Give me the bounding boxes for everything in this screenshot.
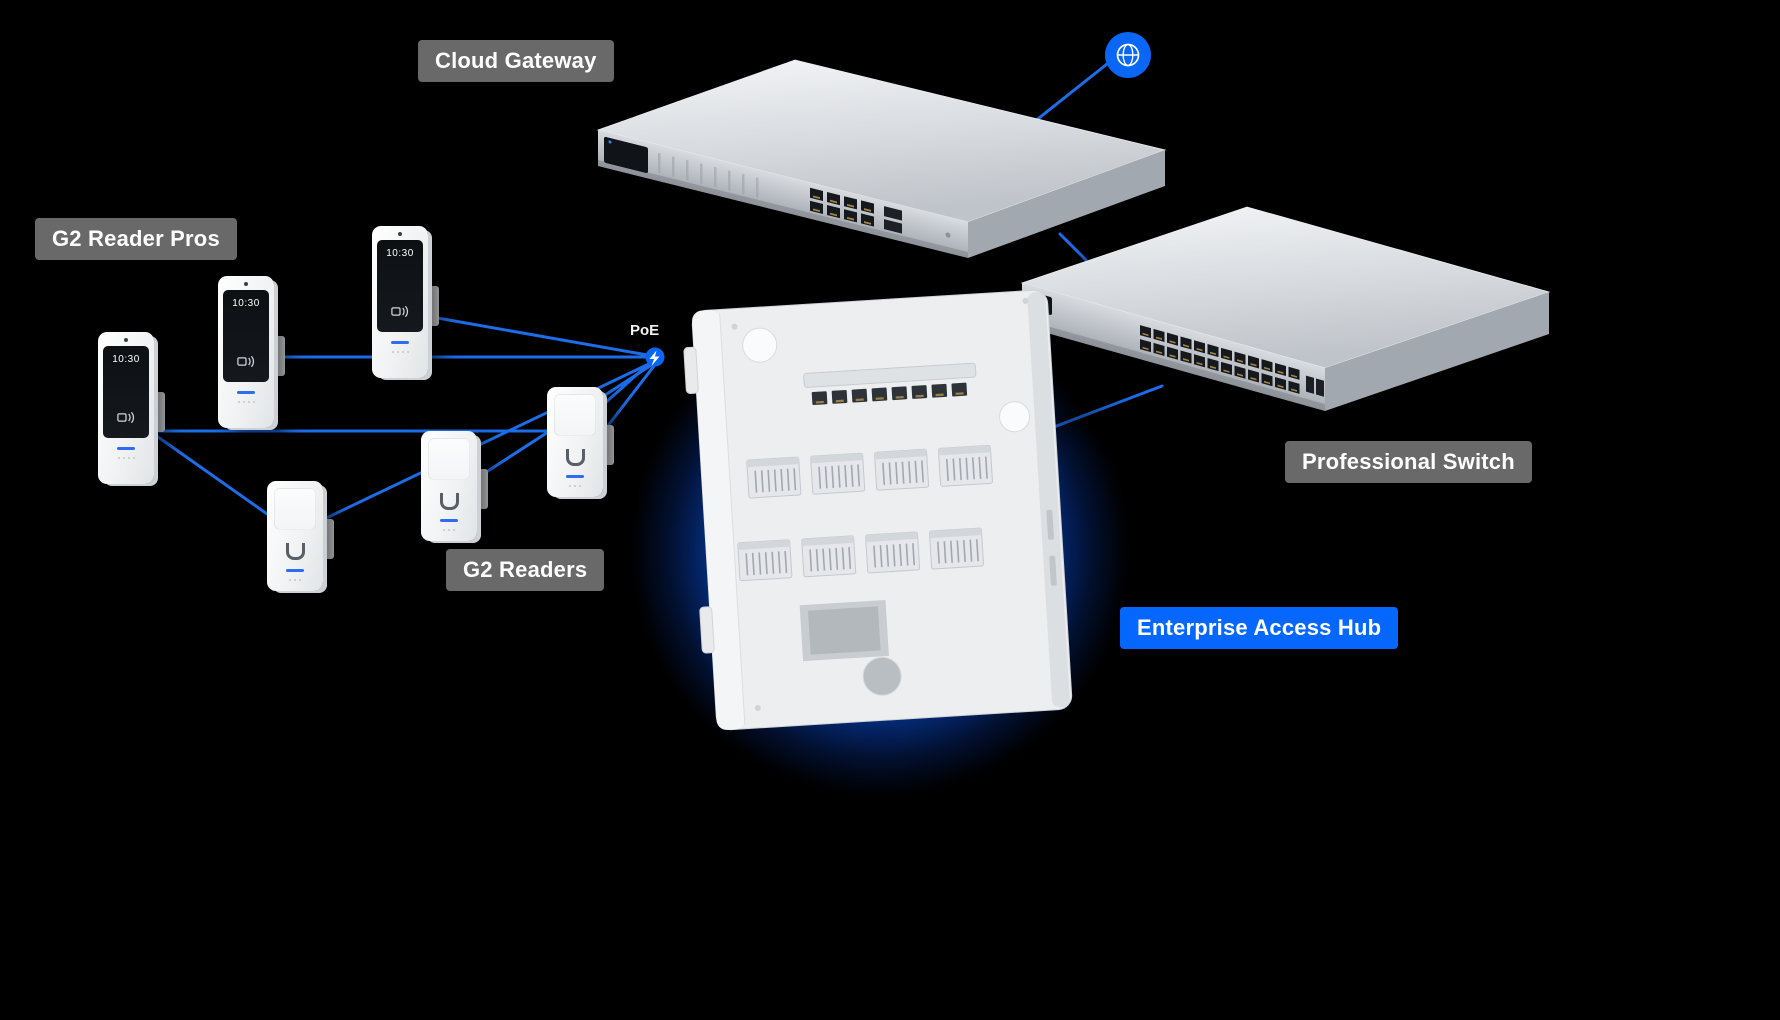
camera-icon [398, 232, 402, 236]
status-light [440, 519, 458, 522]
poe-node [645, 347, 665, 367]
hub-side-slot-2 [1049, 555, 1057, 586]
label-professional-switch: Professional Switch [1285, 441, 1532, 483]
gateway-sfp-ports [884, 206, 902, 234]
hub-door-seam [719, 313, 746, 725]
reader-pro-screen: 10:30 [223, 290, 269, 382]
speaker-dots [547, 485, 603, 487]
camera-icon [244, 282, 248, 286]
nfc-zone [554, 394, 596, 436]
hub-right-edge [1027, 292, 1070, 708]
line-reader3-hub [598, 364, 656, 438]
line-readerpro3-hub [424, 314, 655, 358]
label-poe: PoE [630, 322, 660, 339]
switch-side-face [1325, 292, 1549, 411]
poe-bolt-icon [649, 350, 660, 366]
gateway-front-face [598, 130, 968, 259]
g2-reader-pro-3: 10:30 [372, 226, 439, 378]
nfc-zone [428, 438, 470, 480]
nfc-zone [274, 488, 316, 530]
status-light [286, 569, 304, 572]
screen-time: 10:30 [232, 298, 260, 309]
switch-sfp-ports [1306, 375, 1324, 397]
ubiquiti-logo-icon [565, 449, 585, 466]
g2-reader-1 [267, 481, 334, 591]
hub-port-bar [803, 362, 977, 388]
hub-screw-2 [1022, 297, 1029, 304]
speaker-dots [421, 529, 477, 531]
g2-reader-pro-2: 10:30 [218, 276, 285, 428]
ubiquiti-logo-icon [439, 493, 459, 510]
status-light [117, 447, 135, 450]
screen-time: 10:30 [386, 248, 414, 259]
professional-switch-device [1020, 206, 1551, 437]
reader-pro-body: 10:30 [372, 226, 428, 378]
gateway-lcd-screen [604, 136, 648, 174]
hub-hinge-top [683, 346, 699, 394]
gateway-screw [945, 232, 951, 238]
label-cloud-gateway: Cloud Gateway [418, 40, 614, 82]
status-light [391, 341, 409, 344]
hub-side-slot-1 [1046, 509, 1055, 540]
hub-hinge-bottom [699, 606, 715, 654]
nfc-tap-icon [117, 411, 135, 424]
hub-door-edge [692, 310, 745, 730]
ubiquiti-logo-icon [285, 543, 305, 560]
nfc-tap-icon [391, 305, 409, 318]
label-enterprise-access-hub: Enterprise Access Hub [1120, 607, 1399, 649]
reader-pro-body: 10:30 [218, 276, 274, 428]
hub-screw-1 [731, 323, 738, 330]
reader-body [547, 387, 603, 497]
line-gateway-switch [1058, 232, 1088, 262]
reader-body [267, 481, 323, 591]
cloud-gateway-device [596, 59, 1167, 288]
internet-globe-icon [1105, 32, 1151, 78]
gateway-side-face [968, 150, 1165, 258]
status-light [237, 391, 255, 394]
gateway-led [608, 140, 612, 144]
speaker-dots [98, 457, 154, 459]
label-g2-readers: G2 Readers [446, 549, 605, 591]
switch-shadow [1040, 407, 1530, 437]
hub-cable-hole-right [999, 401, 1031, 433]
enterprise-access-hub-device [683, 289, 1073, 731]
reader-pro-body: 10:30 [98, 332, 154, 484]
gateway-shadow [620, 256, 1140, 288]
speaker-dots [372, 351, 428, 353]
line-readerpro1-reader1 [156, 435, 272, 518]
hub-bottom-opening-inner [808, 606, 881, 655]
screen-time: 10:30 [112, 354, 140, 365]
hub-cable-hole-top [742, 327, 778, 363]
reader-pro-screen: 10:30 [377, 240, 423, 332]
g2-reader-2 [421, 431, 488, 541]
gateway-vents [658, 152, 759, 198]
reader-body [421, 431, 477, 541]
status-light [566, 475, 584, 478]
reader-pro-screen: 10:30 [103, 346, 149, 438]
hub-bottom-hole [862, 656, 902, 696]
speaker-dots [218, 401, 274, 403]
label-g2-reader-pros: G2 Reader Pros [35, 218, 237, 260]
speaker-dots [267, 579, 323, 581]
g2-reader-3 [547, 387, 614, 497]
nfc-tap-icon [237, 355, 255, 368]
hub-screw-3 [754, 704, 761, 711]
camera-icon [124, 338, 128, 342]
g2-reader-pro-1: 10:30 [98, 332, 165, 484]
